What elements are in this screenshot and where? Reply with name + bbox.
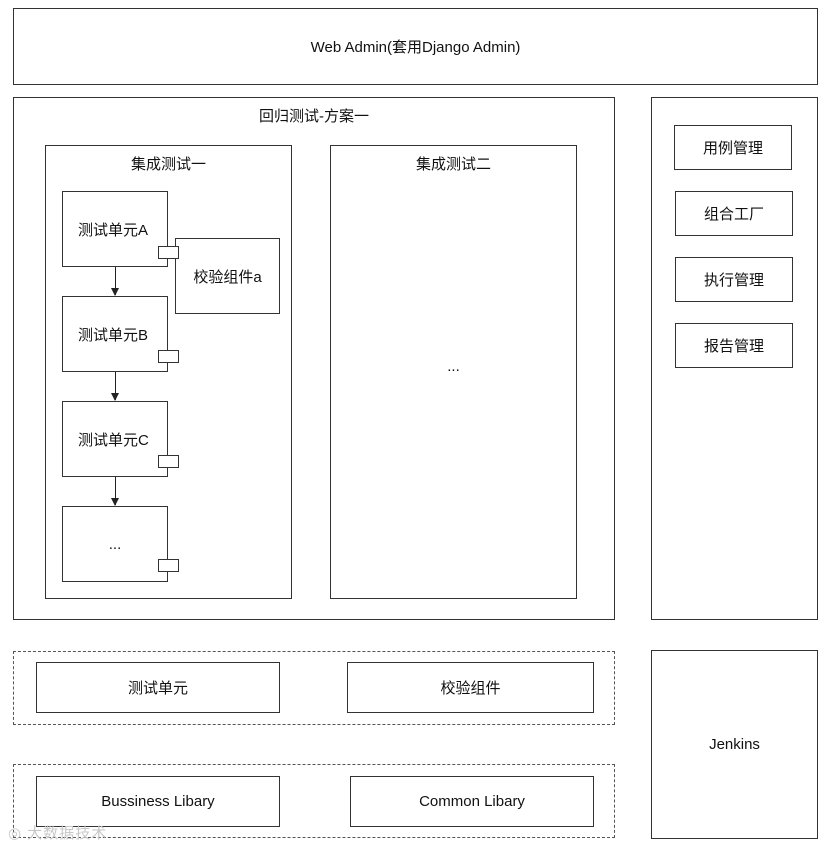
components-group [13, 651, 615, 725]
test-unit-c-label: 测试单元C [78, 431, 149, 449]
execution-management-item: 执行管理 [675, 257, 793, 302]
validator-component: 校验组件 [347, 662, 594, 713]
watermark: ◎ 大数据技术 [8, 822, 107, 843]
validator-component-label: 校验组件 [440, 680, 501, 697]
common-library-label: Common Libary [419, 793, 525, 810]
test-unit-a: 测试单元A [62, 191, 168, 267]
case-management-label: 用例管理 [702, 140, 763, 157]
test-unit-more: ... [62, 506, 168, 582]
unit-more-port [158, 559, 179, 572]
common-library: Common Libary [350, 776, 594, 827]
test-unit-more-label: ... [108, 535, 122, 553]
jenkins-label: Jenkins [709, 736, 760, 753]
regression-plan-title: 回归测试-方案一 [259, 108, 369, 125]
combination-factory-item: 组合工厂 [675, 191, 793, 236]
test-unit-b-label: 测试单元B [78, 326, 149, 344]
unit-c-port [158, 455, 179, 468]
integration-test-2-title: 集成测试二 [415, 156, 491, 173]
test-unit-c: 测试单元C [62, 401, 168, 477]
watermark-icon: ◎ [8, 825, 23, 842]
jenkins-box: Jenkins [651, 650, 818, 839]
report-management-item: 报告管理 [675, 323, 793, 368]
business-library: Bussiness Libary [36, 776, 280, 827]
web-admin-box: Web Admin(套用Django Admin) [13, 8, 818, 85]
test-unit-b: 测试单元B [62, 296, 168, 372]
unit-b-port [158, 350, 179, 363]
combination-factory-label: 组合工厂 [703, 206, 764, 223]
test-unit-component-label: 测试单元 [127, 680, 188, 697]
arrow-c-to-more [111, 477, 119, 506]
report-management-label: 报告管理 [703, 338, 764, 355]
case-management-item: 用例管理 [674, 125, 792, 170]
integration-test-2-placeholder: ... [447, 358, 460, 375]
validator-a-label: 校验组件a [193, 268, 262, 286]
business-library-label: Bussiness Libary [101, 793, 215, 810]
validator-a-box: 校验组件a [175, 238, 280, 314]
arrow-a-to-b [111, 267, 119, 296]
unit-a-port-overlay [158, 246, 179, 259]
libraries-group [13, 764, 615, 838]
test-unit-component: 测试单元 [36, 662, 280, 713]
test-unit-a-label: 测试单元A [78, 221, 149, 239]
watermark-text: 大数据技术 [27, 825, 108, 842]
integration-test-2-box: 集成测试二 ... [330, 145, 577, 599]
integration-test-1-title: 集成测试一 [130, 156, 206, 173]
arrow-b-to-c [111, 372, 119, 401]
web-admin-title: Web Admin(套用Django Admin) [310, 39, 521, 56]
execution-management-label: 执行管理 [703, 272, 764, 289]
